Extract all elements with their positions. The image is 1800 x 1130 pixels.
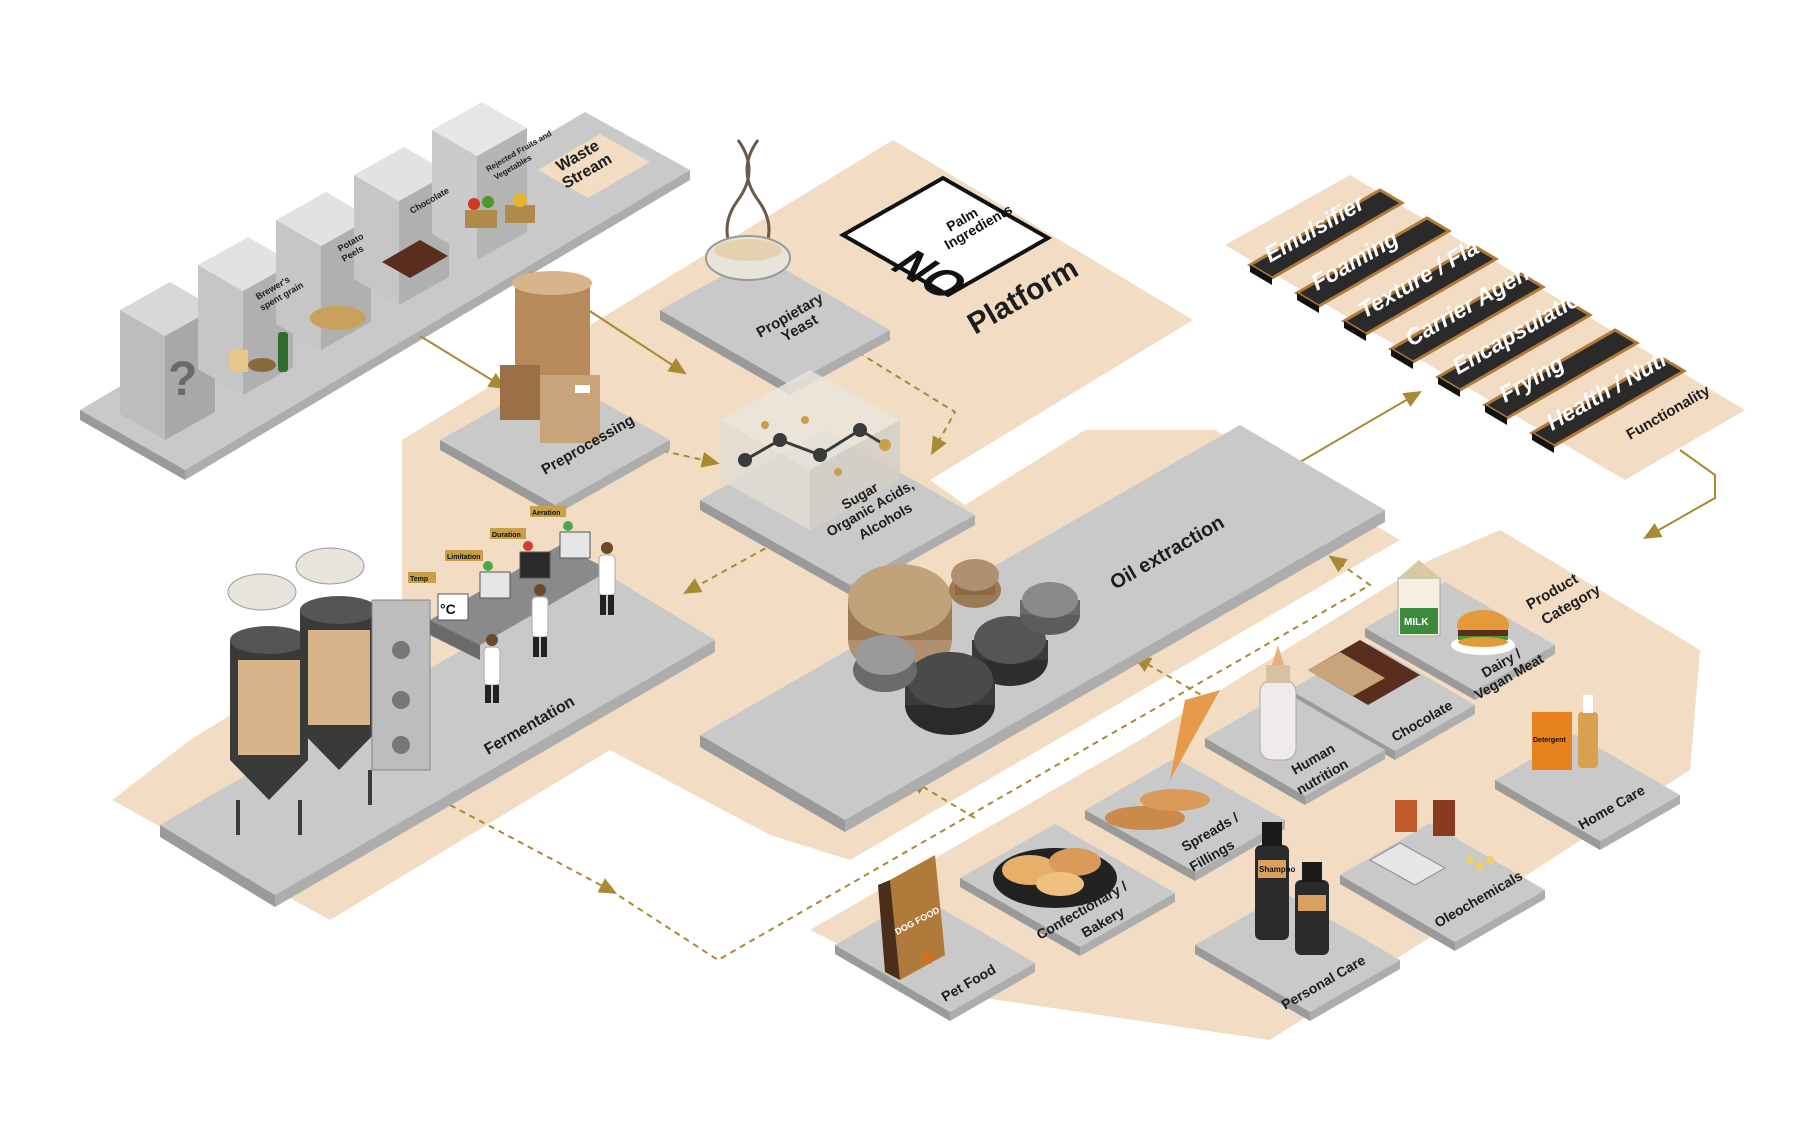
arrow-oil-to-functionality (1299, 390, 1422, 463)
bread-icon (993, 848, 1117, 908)
waste-stream-title-card: Waste Stream (538, 134, 650, 198)
sensor-limitation: Limitation (447, 554, 480, 561)
degree-label: °C (440, 601, 456, 617)
product-category-panel: Product Category MILK Dairy / Vegan Meat (835, 560, 1680, 1021)
chocolate-bar-icon (382, 240, 448, 278)
tile-oil-extraction: Oil extraction (700, 425, 1385, 832)
product-tile-confectionary: Confectionary / Bakery (960, 824, 1175, 956)
sensor-duration: Duration (492, 532, 521, 539)
product-tile-pet-food: DOG FOOD Pet Food (835, 855, 1035, 1021)
dog-food-bag-icon: DOG FOOD (878, 855, 945, 980)
preprocessing-machine-icon (500, 271, 600, 443)
waste-box-brewers-grain (198, 237, 293, 395)
detergent-label: Detergent (1533, 737, 1566, 744)
waste-box-fruits-vegetables (432, 102, 535, 260)
chemical-bottle-icon (1395, 800, 1417, 832)
sensor-temp: Temp (410, 576, 428, 583)
shampoo-label: Shampoo (1259, 865, 1296, 874)
arrow-waste-to-preprocessing (419, 335, 507, 390)
tile-sugar-acids-alcohols: Sugar Organic Acids, Alcohols (700, 370, 975, 595)
product-tile-dairy: MILK Dairy / Vegan Meat (1365, 560, 1555, 703)
detergent-box-icon (1532, 712, 1572, 770)
arrow-sugar-to-fermentation (682, 542, 776, 594)
molecule-cube-icon (720, 370, 900, 530)
crate-icon (465, 210, 497, 228)
tile-fermentation: °C Temp Limitation Duration Aeration (160, 506, 715, 907)
gears-icon (848, 559, 1080, 735)
beer-glass-icon (230, 350, 248, 372)
scientists-icon (483, 542, 616, 703)
flow-arrows (419, 271, 1716, 962)
product-tile-human-nutrition: Human nutrition (1205, 645, 1385, 805)
grain-pile-icon (248, 358, 276, 372)
fermentation-tanks-icon (227, 547, 431, 835)
arrow-yeast-to-sugar (829, 334, 957, 455)
functionality-item: Frying (1482, 328, 1640, 425)
arrow-products-to-oil-1 (1133, 656, 1211, 701)
waste-stream-panel: ? (80, 102, 690, 480)
beer-bottle-icon (278, 332, 288, 372)
shampoo-bottle-icon: Shampoo (1255, 822, 1329, 955)
arrow-products-to-oil-2 (908, 777, 976, 819)
baby-bottle-icon (1259, 645, 1297, 761)
product-tile-oleochemicals: Oleochemicals (1340, 800, 1545, 951)
tile-preprocessing: Preprocessing (440, 271, 670, 515)
product-tile-home-care: Detergent Home Care (1495, 695, 1680, 850)
banana-icon (513, 193, 527, 207)
milk-label: MILK (1404, 617, 1429, 628)
sensor-tag-temp (408, 572, 436, 583)
burger-icon (1451, 610, 1515, 655)
lab-tray-icon (1368, 842, 1447, 886)
arrow-functionality-to-products (1643, 449, 1716, 539)
unknown-symbol: ? (168, 353, 197, 406)
milk-carton-icon: MILK (1397, 560, 1441, 637)
control-panel-icon: °C Temp Limitation Duration Aeration (408, 506, 610, 660)
sensor-aeration: Aeration (532, 510, 560, 517)
product-tile-personal-care: Shampoo Personal Care (1195, 822, 1400, 1021)
piping-bag-icon (1170, 690, 1220, 780)
potato-peels-icon (310, 306, 366, 330)
arrow-fermentation-to-products (449, 804, 618, 894)
eclair-icon (1105, 806, 1185, 830)
spray-bottle-icon (1578, 712, 1598, 768)
